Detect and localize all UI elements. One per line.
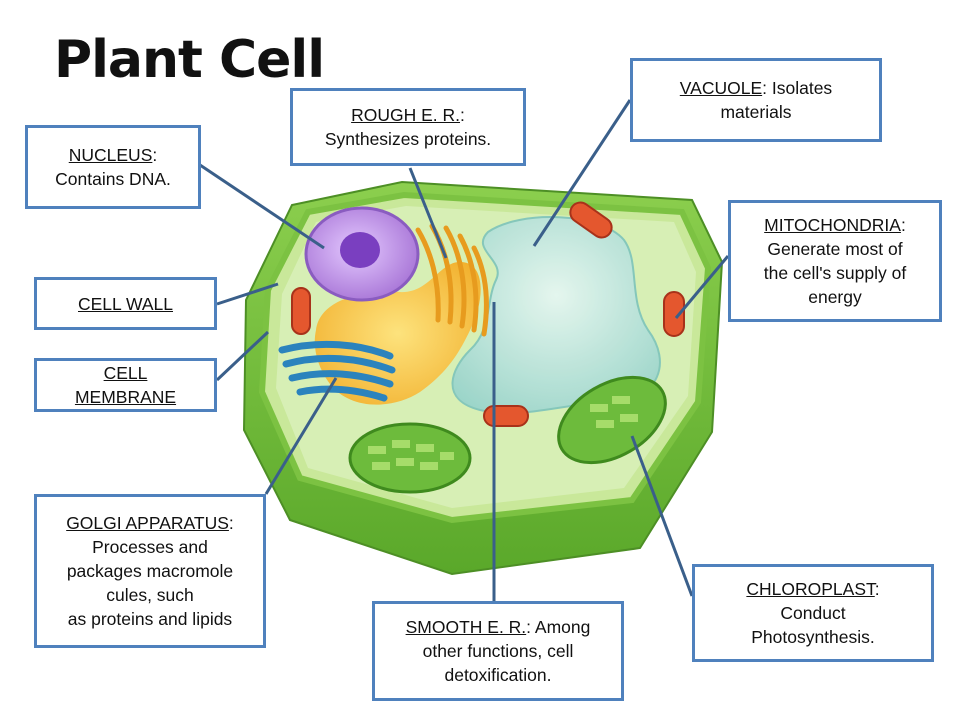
mitochondria-term: MITOCHONDRIA bbox=[764, 215, 901, 235]
label-cell-wall: CELL WALL bbox=[34, 277, 217, 330]
rough-er-term: ROUGH E. R. bbox=[351, 105, 461, 125]
label-mitochondria: MITOCHONDRIA: Generate most of the cell'… bbox=[728, 200, 942, 322]
leader-lines bbox=[199, 99, 730, 602]
label-rough-er: ROUGH E. R.: Synthesizes proteins. bbox=[290, 88, 526, 166]
smooth-er-description: : Among other functions, cell detoxifica… bbox=[422, 617, 591, 685]
nucleus bbox=[304, 206, 420, 302]
page-title: Plant Cell bbox=[54, 30, 325, 90]
nucleus-description: : Contains DNA. bbox=[55, 145, 171, 189]
label-chloroplast: CHLOROPLAST: Conduct Photosynthesis. bbox=[692, 564, 934, 662]
chloroplasts bbox=[348, 375, 667, 494]
label-golgi-apparatus: GOLGI APPARATUS: Processes and packages … bbox=[34, 494, 266, 648]
vacuole-description: : Isolates materials bbox=[720, 78, 833, 122]
label-nucleus: NUCLEUS: Contains DNA. bbox=[25, 125, 201, 209]
golgi-description: : Processes and packages macromole cules… bbox=[66, 513, 234, 629]
golgi-apparatus bbox=[278, 340, 396, 402]
vacuole-term: VACUOLE bbox=[679, 78, 763, 98]
rough-er-description: : Synthesizes proteins. bbox=[324, 105, 492, 149]
chloroplast-description: : Conduct Photosynthesis. bbox=[751, 579, 880, 647]
label-smooth-er: SMOOTH E. R.: Among other functions, cel… bbox=[372, 601, 624, 701]
mitochondria-description: : Generate most of the cell's supply of … bbox=[763, 215, 907, 307]
cell-wall-term: CELL WALL bbox=[78, 293, 173, 314]
label-vacuole: VACUOLE: Isolates materials bbox=[630, 58, 882, 142]
nucleus-term: NUCLEUS bbox=[68, 145, 153, 165]
smooth-er-term: SMOOTH E. R. bbox=[405, 617, 527, 637]
mitochondria bbox=[291, 201, 685, 427]
chloroplast-term: CHLOROPLAST bbox=[746, 579, 875, 599]
label-cell-membrane: CELL MEMBRANE bbox=[34, 358, 217, 412]
vacuole bbox=[451, 216, 661, 415]
golgi-term: GOLGI APPARATUS bbox=[66, 513, 229, 533]
cell-membrane-term: CELL MEMBRANE bbox=[74, 363, 177, 407]
